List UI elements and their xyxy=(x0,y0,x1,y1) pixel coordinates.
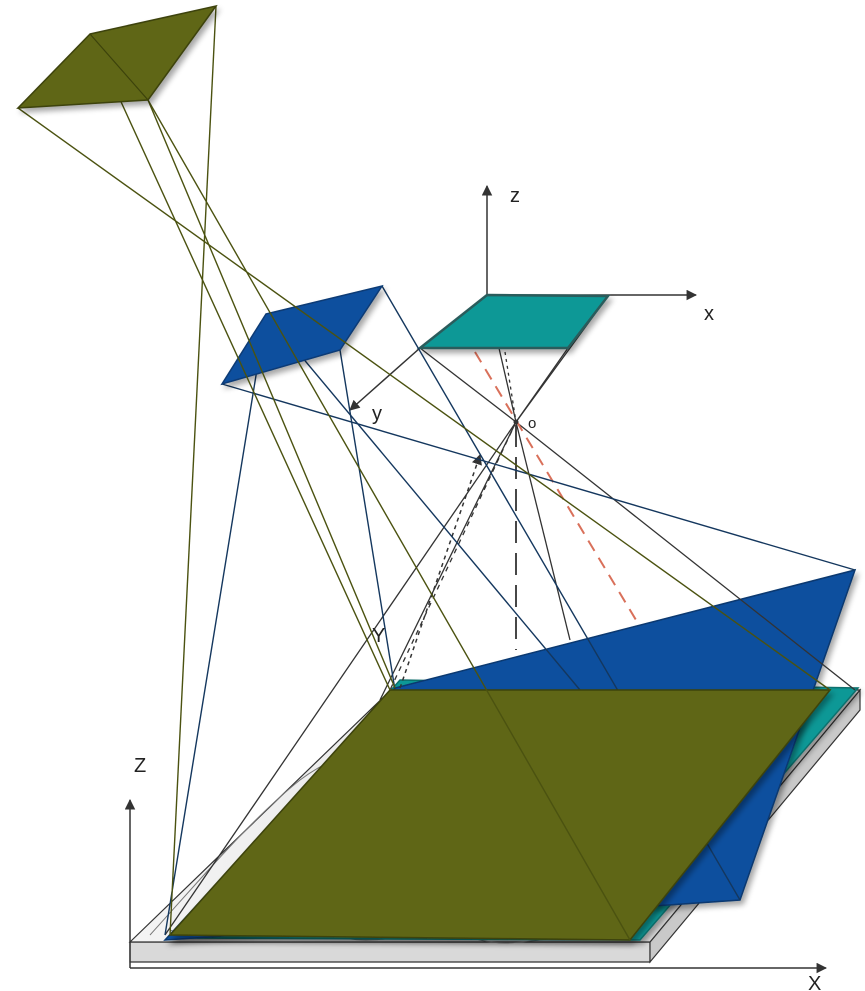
ground-x-label: X xyxy=(808,973,821,991)
camera-y-axis xyxy=(349,347,421,411)
camera-x-label: x xyxy=(704,303,714,325)
ground-y-axis xyxy=(399,454,482,689)
principal-ray-red-dashed xyxy=(474,351,637,621)
blue-image-plane xyxy=(220,284,384,386)
camera-z-label: z xyxy=(510,185,520,207)
ground-z-label: Z xyxy=(134,755,146,777)
ground-slab-side-front xyxy=(129,941,651,963)
olive-camera-rays xyxy=(17,5,831,941)
olive-image-plane xyxy=(16,4,218,109)
camera-y-label: y xyxy=(372,403,382,425)
origin-label: o xyxy=(528,415,536,432)
teal-image-plane xyxy=(416,293,611,350)
origin-point xyxy=(513,419,519,425)
ground-axes xyxy=(124,454,828,974)
ground-y-label: Y xyxy=(372,625,385,647)
olive-image-plane-fold xyxy=(89,33,149,101)
